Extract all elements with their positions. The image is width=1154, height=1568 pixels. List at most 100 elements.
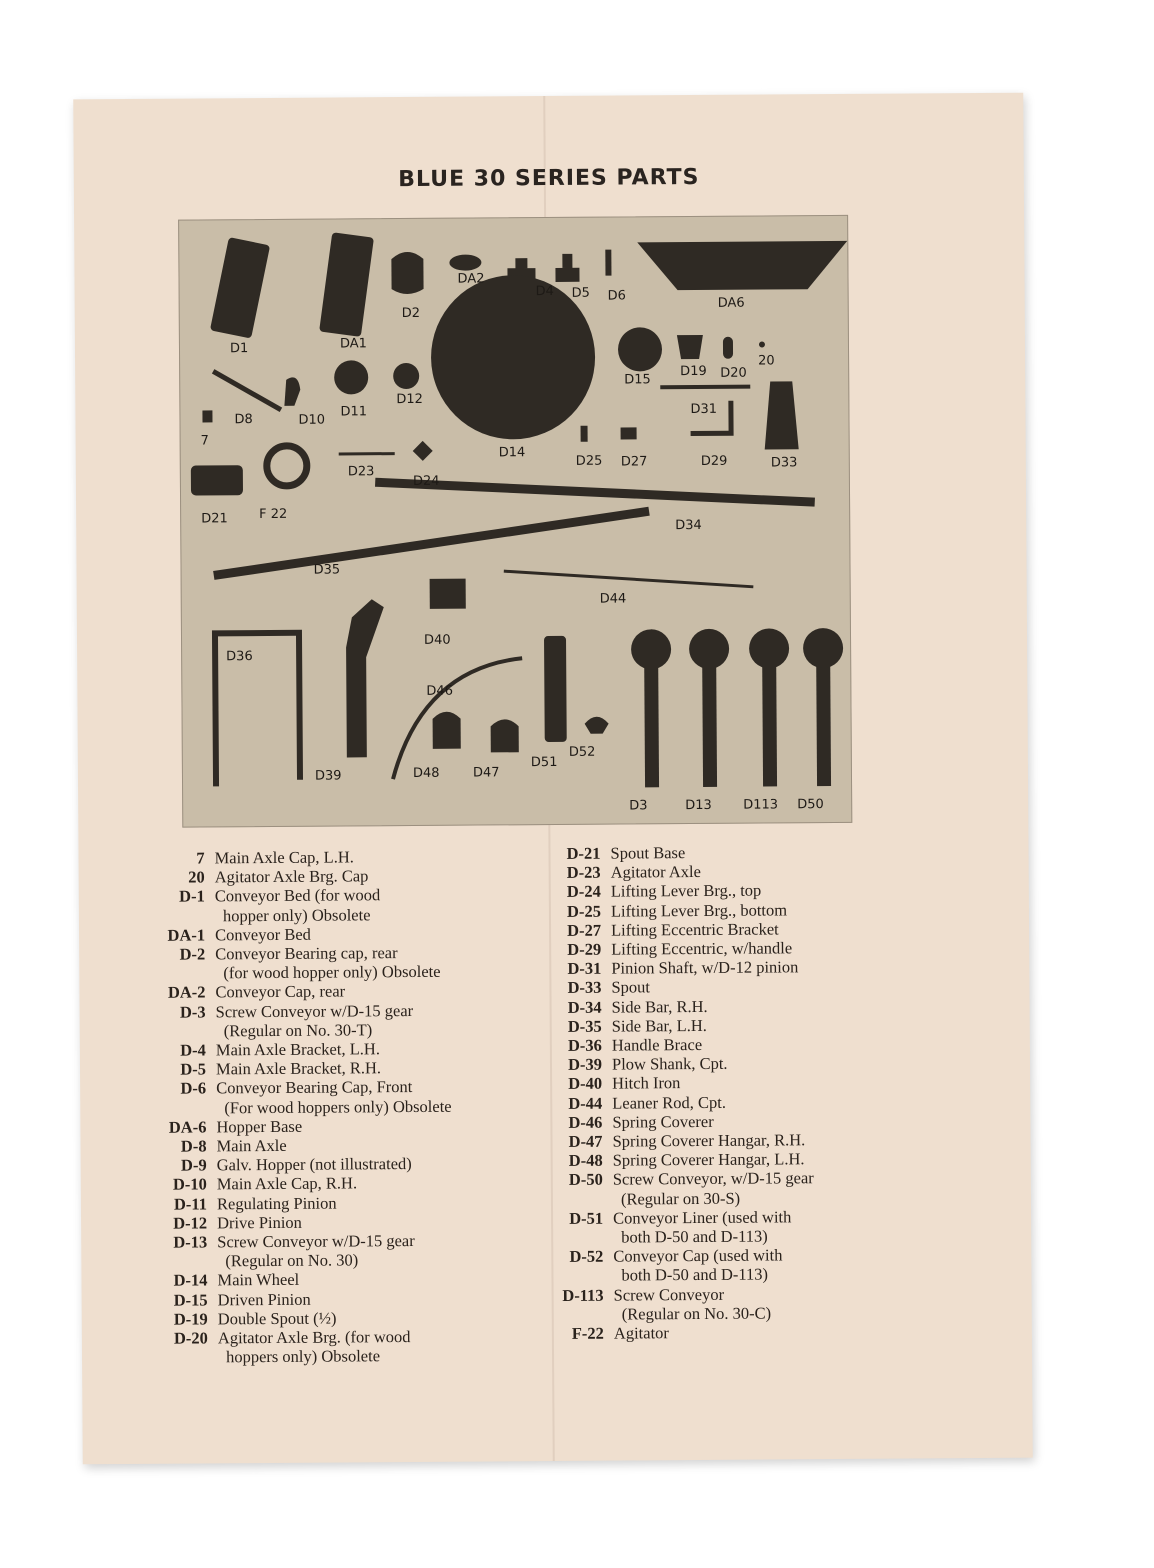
part-d50: [816, 646, 832, 787]
part-code: D-36: [567, 1035, 602, 1055]
part-row: DA-6 Hopper Base: [142, 1116, 451, 1137]
part-description: Conveyor Bed (for wood: [214, 885, 381, 906]
part-code: D-27: [567, 920, 602, 940]
part-description: Hopper Base: [216, 1116, 303, 1137]
part-d39: [346, 599, 384, 758]
part-d10: [284, 377, 301, 406]
label-d48: D48: [413, 766, 440, 781]
part-code: [552, 1305, 604, 1325]
label-d51: D51: [531, 755, 558, 770]
part-code: D-6: [180, 1078, 207, 1099]
part-d20: [722, 336, 734, 359]
part-d52: [584, 716, 609, 734]
part-row: F-22 Agitator: [552, 1322, 815, 1343]
part-d11: [334, 360, 369, 395]
label-d27: D27: [621, 454, 648, 469]
part-description: Driven Pinion: [217, 1289, 311, 1310]
part-code: DA-6: [168, 1117, 207, 1137]
part-d19: [676, 334, 703, 360]
part-d35: [213, 506, 650, 580]
part-code: D-34: [567, 997, 602, 1017]
part-row: D-20 Agitator Axle Brg. (for wood: [144, 1327, 453, 1348]
part-d1: [210, 237, 270, 338]
part-code: D-33: [567, 978, 602, 998]
label-d14: D14: [499, 445, 526, 460]
part-description: Conveyor Bed: [215, 924, 311, 945]
part-description: Agitator Axle: [610, 862, 702, 882]
part-code: D-15: [173, 1290, 208, 1310]
part-code: D-9: [180, 1155, 207, 1175]
part-d27: [620, 427, 637, 440]
part-d12: [393, 363, 420, 390]
part-code: D-21: [566, 843, 601, 863]
part-description: (for wood hopper only) Obsolete: [223, 962, 441, 983]
part-description: Agitator Axle Brg. (for wood: [217, 1327, 411, 1348]
part-code: [551, 1228, 603, 1248]
part-description: Drive Pinion: [217, 1212, 302, 1233]
part-code: 7: [196, 848, 205, 868]
gear-d13: [689, 628, 730, 669]
part-code: D-52: [569, 1246, 604, 1267]
part-code: D-29: [567, 939, 602, 959]
part-d6: [605, 249, 612, 276]
label-d13: D13: [685, 798, 712, 813]
part-row: D-15 Driven Pinion: [144, 1288, 453, 1309]
parts-illustration: D1 DA1 D2 DA2 D4 D5 D6 DA6 20 D19 D20 D1…: [190, 232, 848, 813]
part-row-continued: (for wood hopper only) Obsolete: [141, 962, 450, 983]
part-description: hoppers only) Obsolete: [225, 1346, 381, 1367]
part-row-continued: (For wood hoppers only) Obsolete: [142, 1096, 451, 1117]
part-description: both D-50 and D-113): [621, 1226, 768, 1247]
label-da2: DA2: [457, 271, 484, 286]
part-description: Lifting Lever Brg., top: [610, 880, 762, 902]
part-code: F-22: [571, 1323, 604, 1343]
part-description: Main Axle Cap, R.H.: [216, 1173, 358, 1194]
part-description: Conveyor Cap, rear: [215, 981, 346, 1002]
part-description: Conveyor Bearing Cap, Front: [216, 1077, 413, 1098]
sheet-title: BLUE 30 SERIES PARTS: [398, 164, 700, 193]
part-code: D-40: [568, 1074, 603, 1094]
part-description: Lifting Eccentric Bracket: [610, 919, 779, 940]
label-d50: D50: [797, 797, 824, 812]
label-d5: D5: [572, 286, 590, 301]
part-code: 20: [188, 867, 205, 887]
part-description: (For wood hoppers only) Obsolete: [224, 1096, 452, 1117]
part-description: (Regular on No. 30): [225, 1250, 359, 1271]
part-description: Agitator: [613, 1323, 669, 1343]
part-d47: [490, 719, 519, 753]
part-description: Main Axle Bracket, R.H.: [215, 1058, 382, 1079]
part-da1: [319, 232, 374, 337]
label-d2: D2: [402, 306, 420, 321]
label-da6: DA6: [718, 296, 745, 311]
part-description: (Regular on 30-S): [620, 1188, 741, 1209]
part-code: D-50: [568, 1170, 603, 1190]
label-20: 20: [758, 353, 775, 368]
label-d34: D34: [675, 518, 702, 533]
part-d2: [391, 252, 424, 295]
part-row: D-50 Screw Conveyor, w/D-15 gear: [551, 1169, 814, 1190]
label-d4: D4: [536, 284, 554, 299]
label-d3: D3: [629, 798, 647, 813]
part-code: DA-1: [167, 925, 206, 945]
part-code: D-8: [180, 1136, 207, 1156]
part-code: [142, 1098, 206, 1118]
part-d21: [190, 465, 243, 496]
part-description: Screw Conveyor, w/D-15 gear: [612, 1168, 814, 1190]
part-code: [551, 1189, 603, 1209]
label-d15: D15: [624, 372, 651, 387]
part-description: Main Axle Cap, L.H.: [214, 847, 354, 868]
part-row-continued: hoppers only) Obsolete: [144, 1346, 453, 1367]
part-code: D-19: [173, 1309, 208, 1329]
part-code: D-20: [173, 1328, 208, 1348]
